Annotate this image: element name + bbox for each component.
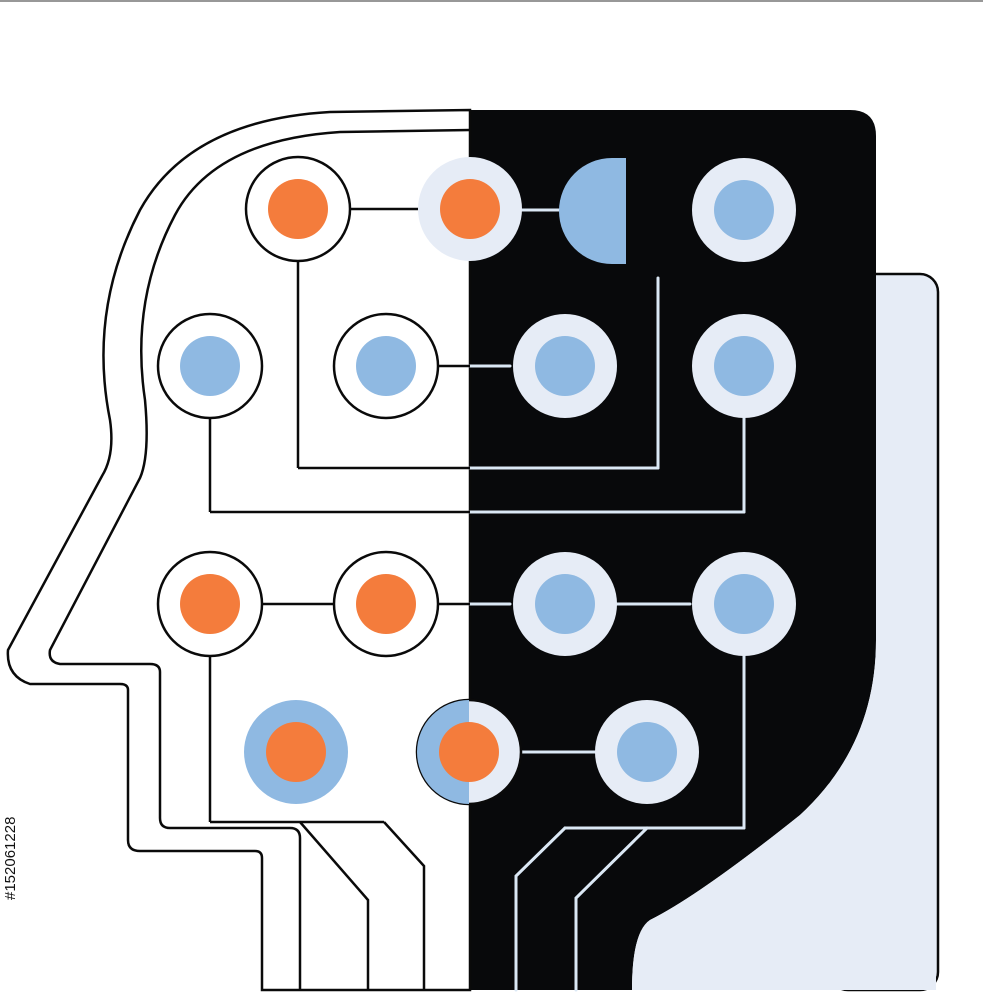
node-blue-top-right	[692, 158, 796, 262]
node-blue-low-2	[692, 552, 796, 656]
circuit-nodes	[156, 155, 796, 806]
node-blue-bottom	[595, 700, 699, 804]
node-orange-2	[418, 157, 522, 261]
stock-id-label: #152061228	[2, 816, 19, 900]
half-circle-shape	[559, 158, 626, 264]
node-orange-6	[415, 698, 523, 806]
node-orange-3	[156, 550, 264, 658]
node-orange-5	[244, 700, 348, 804]
node-blue-mid-2	[332, 312, 440, 420]
node-blue-mid-1	[156, 312, 264, 420]
dark-side-traces	[468, 208, 746, 992]
node-blue-mid-3	[513, 314, 617, 418]
light-side-traces	[208, 207, 470, 990]
head-outline	[6, 108, 472, 992]
node-orange-4	[332, 550, 440, 658]
node-blue-mid-4	[692, 314, 796, 418]
light-corner-fill	[632, 640, 936, 990]
node-orange-1	[244, 155, 352, 263]
node-blue-low-1	[513, 552, 617, 656]
head-inner-contour	[48, 128, 470, 990]
